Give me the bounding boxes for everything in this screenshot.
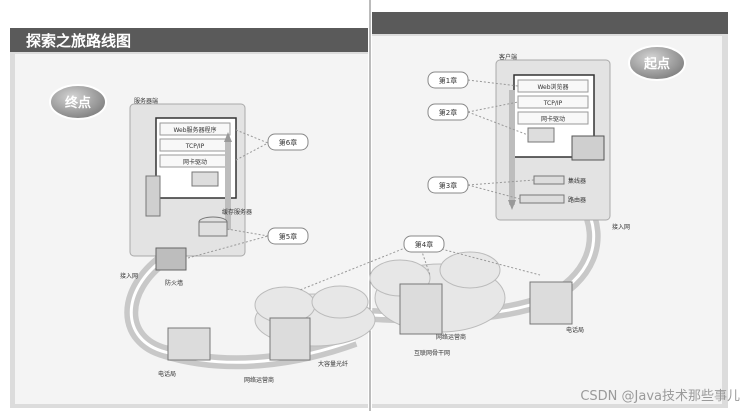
server-box-label: 服务器端 <box>134 97 158 105</box>
left-isp: 网络运营商 大容量光纤 <box>244 317 348 384</box>
right-header-bar <box>372 12 728 34</box>
right-isp-label: 网络运营商 <box>436 333 466 341</box>
chapter-3-label: 第3章 <box>439 181 457 190</box>
server-tower-icon <box>145 175 161 217</box>
chapter-1-label: 第1章 <box>439 76 457 85</box>
server-layer-nic-label: 网卡驱动 <box>183 158 207 166</box>
server-nic-card-icon <box>191 171 219 187</box>
client-layer-nic-label: 网卡驱动 <box>541 115 565 123</box>
server-layer-web <box>159 122 231 136</box>
left-phone-office-building-icon <box>167 327 211 361</box>
client-access-net-label: 接入网 <box>612 223 630 231</box>
hub-label: 集线器 <box>568 177 586 185</box>
client-layer-browser-label: Web浏览器 <box>537 83 568 91</box>
right-phone-office-label: 电话局 <box>566 326 584 334</box>
left-phone-office: 电话局 <box>158 327 211 378</box>
server-access-net-label: 接入网 <box>120 272 138 280</box>
firewall-icon <box>155 247 187 271</box>
chapter-4-label: 第4章 <box>415 240 433 249</box>
right-phone-office: 电话局 <box>529 281 584 334</box>
chapter-1-callout: 第1章 <box>427 71 519 89</box>
left-header-bar <box>10 28 368 52</box>
right-phone-office-building-icon <box>529 281 573 325</box>
right-isp-building-icon <box>399 283 443 335</box>
router-icon <box>519 194 565 204</box>
start-badge-label: 起点 <box>643 56 670 72</box>
router-label: 路由器 <box>568 196 586 204</box>
client-nic-card-icon <box>527 127 555 143</box>
client-monitor-icon <box>571 135 605 161</box>
left-isp-building-icon <box>269 317 311 361</box>
hub-icon <box>533 175 565 185</box>
client-layer-tcpip-label: TCP/IP <box>543 100 563 107</box>
client-layer-browser <box>517 79 589 93</box>
client-layer-tcpip <box>517 95 589 109</box>
server-layer-web-label: Web服务器程序 <box>173 126 216 134</box>
end-badge: 终点 <box>49 84 107 120</box>
left-isp-label: 网络运营商 <box>244 376 274 384</box>
server-box: 服务器端 Web服务器程序 TCP/IP 网卡驱动 缓存服务器 防火墙 接入网 <box>120 97 252 287</box>
chapter-2-callout: 第2章 <box>427 101 529 136</box>
server-layer-tcpip-label: TCP/IP <box>185 143 205 150</box>
chapter-5-label: 第5章 <box>279 232 297 241</box>
chapter-3-callout: 第3章 <box>427 176 535 200</box>
up-arrow-icon <box>224 132 232 142</box>
chapter-2-label: 第2章 <box>439 108 457 117</box>
left-phone-office-label: 电话局 <box>158 370 176 378</box>
chapter-5-callout: 第5章 <box>187 227 309 259</box>
cache-server-label: 缓存服务器 <box>222 208 252 216</box>
page-title: 探索之旅路线图 <box>26 32 131 50</box>
client-layer-nic <box>517 111 589 125</box>
start-badge: 起点 <box>628 45 686 81</box>
chapter-6-label: 第6章 <box>279 138 297 147</box>
chapter-4-callout: 第4章 <box>299 235 541 291</box>
chapter-6-callout: 第6章 <box>235 129 309 161</box>
end-badge-label: 终点 <box>65 95 91 111</box>
client-box: 客户端 Web浏览器 TCP/IP 网卡驱动 集线器 路由器 接入网 <box>495 53 630 231</box>
firewall-label: 防火墙 <box>165 279 183 287</box>
backbone-label: 大容量光纤 <box>318 360 348 368</box>
right-backbone-label: 互联网骨干网 <box>414 349 450 357</box>
down-arrow-icon <box>508 200 516 210</box>
client-box-label: 客户端 <box>499 53 517 61</box>
right-isp: 网络运营商 互联网骨干网 <box>399 283 466 357</box>
watermark: CSDN @Java技术那些事儿 <box>580 389 740 404</box>
